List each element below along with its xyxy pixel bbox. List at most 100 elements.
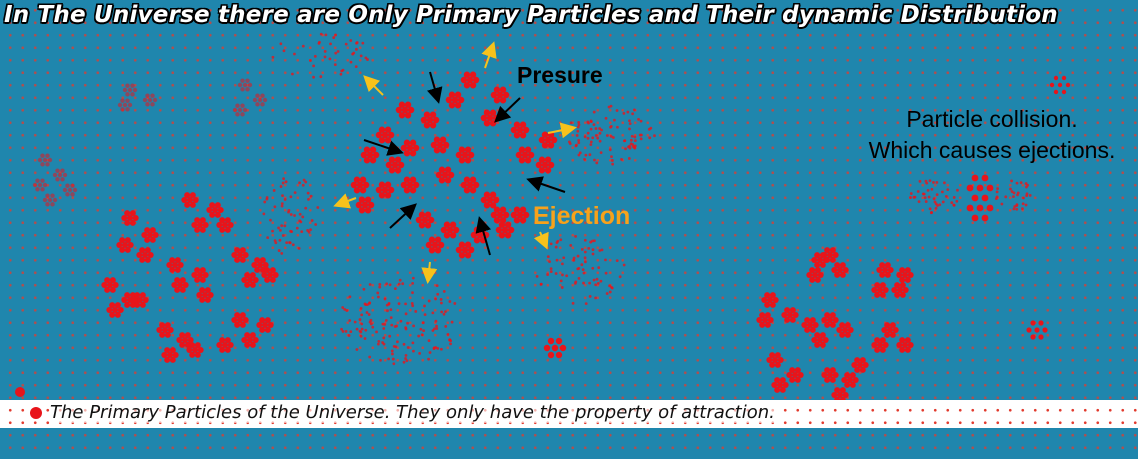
faint-cluster bbox=[232, 103, 248, 117]
pressure-arrow bbox=[494, 97, 521, 123]
particle-cluster bbox=[181, 192, 199, 208]
faint-cluster bbox=[142, 93, 158, 107]
particle-cluster bbox=[161, 347, 179, 363]
particle-cluster bbox=[251, 257, 269, 273]
particle-cluster bbox=[435, 166, 455, 184]
ejection-arrow bbox=[363, 75, 384, 96]
particle-cluster bbox=[216, 337, 234, 353]
particle-cluster bbox=[871, 282, 889, 298]
particle-cluster bbox=[156, 322, 174, 338]
particle-cluster bbox=[231, 247, 249, 263]
particle-cluster bbox=[480, 109, 500, 127]
particle-cluster bbox=[231, 312, 249, 328]
collision-label: Particle collision. Which causes ejectio… bbox=[842, 104, 1138, 166]
particle-cluster bbox=[821, 247, 839, 263]
collision-label-line1: Particle collision. bbox=[906, 106, 1078, 132]
faint-cluster bbox=[32, 178, 48, 192]
particle-cluster bbox=[756, 312, 774, 328]
particle-cluster bbox=[166, 257, 184, 273]
faint-cluster bbox=[122, 83, 138, 97]
particle-cluster bbox=[535, 156, 555, 174]
particle-cluster bbox=[116, 237, 134, 253]
particle-cluster bbox=[171, 277, 189, 293]
particle-cluster bbox=[881, 322, 899, 338]
particle-cluster bbox=[806, 267, 824, 283]
particle-cluster bbox=[141, 227, 159, 243]
particle-cluster bbox=[455, 146, 475, 164]
particle-cluster bbox=[841, 372, 859, 388]
particle-cluster bbox=[538, 131, 558, 149]
particle-cluster bbox=[510, 121, 530, 139]
particle-group bbox=[1026, 320, 1048, 340]
ejection-arrow bbox=[333, 193, 357, 209]
particle-group bbox=[966, 174, 994, 222]
particle-cluster bbox=[445, 91, 465, 109]
particle-cluster bbox=[415, 211, 435, 229]
particle-cluster bbox=[440, 221, 460, 239]
particle-cluster bbox=[460, 71, 480, 89]
particle-cluster bbox=[131, 292, 149, 308]
particle-cluster bbox=[490, 86, 510, 104]
particle-cluster bbox=[761, 292, 779, 308]
particle-cluster bbox=[375, 126, 395, 144]
particle-cluster bbox=[495, 221, 515, 239]
particle-cluster bbox=[241, 332, 259, 348]
diagram-title: In The Universe there are Only Primary P… bbox=[4, 2, 1058, 28]
particle-cluster bbox=[106, 302, 124, 318]
particle-cluster bbox=[831, 262, 849, 278]
particle-cluster bbox=[216, 217, 234, 233]
particle-cluster bbox=[191, 217, 209, 233]
particle-cluster bbox=[355, 196, 375, 214]
particle-group bbox=[1049, 75, 1071, 95]
particle-cluster bbox=[400, 139, 420, 157]
particle-cluster bbox=[350, 176, 370, 194]
particle-cluster bbox=[375, 181, 395, 199]
particle-cluster bbox=[241, 272, 259, 288]
particle-cluster bbox=[896, 337, 914, 353]
particle-cluster bbox=[455, 241, 475, 259]
particle-cluster bbox=[425, 236, 445, 254]
ejection-arrow bbox=[547, 122, 577, 139]
particle-group bbox=[543, 337, 567, 359]
particle-cluster bbox=[385, 156, 405, 174]
particle-cluster bbox=[360, 146, 380, 164]
particle-cluster bbox=[766, 352, 784, 368]
ejection-label: Ejection bbox=[533, 202, 631, 230]
faint-cluster bbox=[252, 93, 268, 107]
faint-cluster bbox=[62, 183, 78, 197]
faint-cluster bbox=[42, 193, 58, 207]
legend-text: The Primary Particles of the Universe. T… bbox=[50, 402, 775, 423]
particle-cluster bbox=[851, 357, 869, 373]
particle-cluster bbox=[891, 282, 909, 298]
particle-marker bbox=[15, 387, 25, 397]
particle-cluster bbox=[196, 287, 214, 303]
particle-cluster bbox=[836, 322, 854, 338]
faint-cluster bbox=[52, 168, 68, 182]
particle-cluster bbox=[515, 146, 535, 164]
pressure-arrow bbox=[427, 71, 443, 104]
pressure-arrow bbox=[475, 216, 491, 256]
particle-cluster bbox=[871, 337, 889, 353]
particle-cluster bbox=[395, 101, 415, 119]
faint-cluster bbox=[237, 78, 253, 92]
pressure-arrow bbox=[363, 139, 404, 156]
pressure-label: Presure bbox=[517, 62, 603, 88]
particle-cluster bbox=[176, 332, 194, 348]
particle-cluster bbox=[121, 292, 139, 308]
particle-cluster bbox=[121, 210, 139, 226]
faint-cluster bbox=[37, 153, 53, 167]
particle-cluster bbox=[510, 206, 530, 224]
particle-cluster bbox=[256, 317, 274, 333]
particle-cluster bbox=[896, 267, 914, 283]
legend-particle-icon bbox=[30, 407, 42, 419]
particle-cluster bbox=[186, 342, 204, 358]
particle-cluster bbox=[430, 136, 450, 154]
particle-cluster bbox=[876, 262, 894, 278]
particle-cluster bbox=[261, 267, 279, 283]
particle-cluster bbox=[206, 202, 224, 218]
particle-cluster bbox=[480, 191, 500, 209]
particle-cluster bbox=[460, 176, 480, 194]
particle-cluster bbox=[771, 377, 789, 393]
faint-cluster bbox=[117, 98, 133, 112]
